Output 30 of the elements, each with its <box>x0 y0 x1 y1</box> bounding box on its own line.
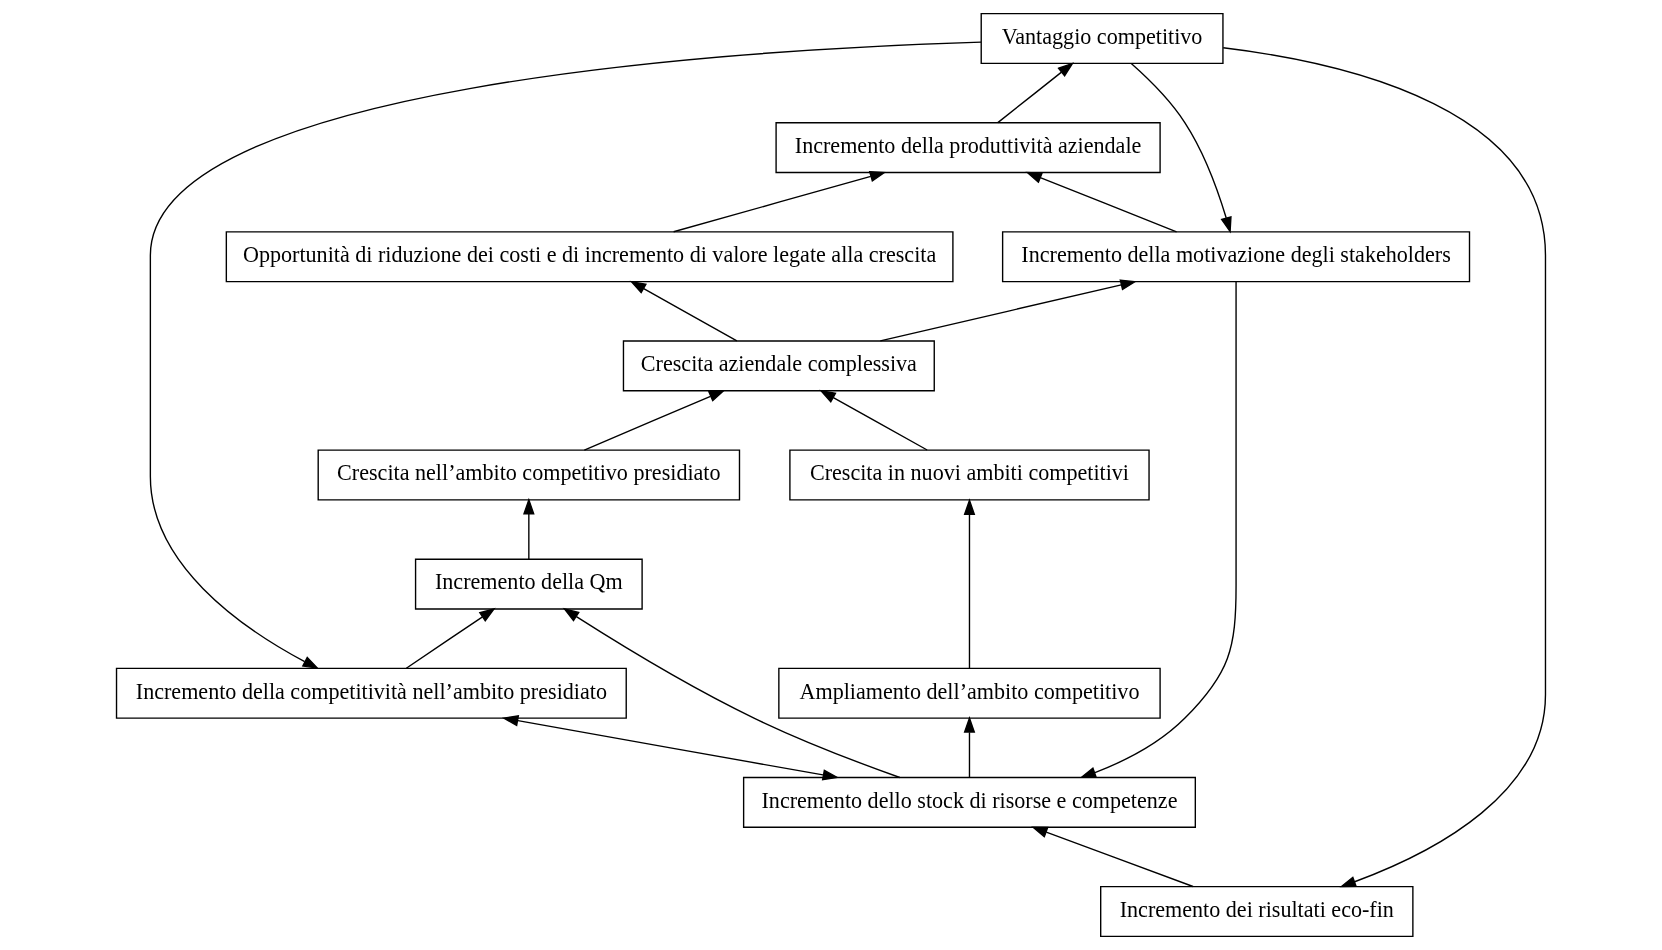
node-box: Crescita in nuovi ambiti competitivi <box>789 449 1150 501</box>
node-box: Incremento della motivazione degli stakeholders <box>1001 231 1471 283</box>
node-box: Incremento della produttività aziendale <box>775 122 1161 174</box>
arrow <box>1025 171 1178 233</box>
arrow <box>562 607 901 779</box>
arrow <box>963 716 976 779</box>
arrow <box>405 607 496 669</box>
arrow <box>1031 826 1194 888</box>
node-box: Ampliamento dell’ambito competitivo <box>778 667 1161 719</box>
arrow <box>879 279 1137 342</box>
arrow <box>1079 281 1237 779</box>
node-box: Incremento della competitività nell’ambito presidiato <box>115 667 627 719</box>
arrow <box>629 280 738 342</box>
node-box: Incremento della Qm <box>414 558 643 610</box>
arrow <box>963 498 976 669</box>
arrow <box>523 497 535 560</box>
node-box: Crescita nell’ambito competitivo presidiato <box>317 449 741 501</box>
arrow <box>583 390 726 451</box>
arrow <box>997 62 1075 124</box>
arrow <box>501 715 840 781</box>
arrow <box>149 41 982 670</box>
arrow <box>672 170 887 233</box>
arrow <box>1222 47 1547 888</box>
node-box: Vantaggio competitivo <box>980 12 1224 65</box>
node-box: Incremento dello stock di risorse e competenze <box>742 776 1196 828</box>
arrow <box>1130 62 1232 234</box>
node-box: Crescita aziendale complessiva <box>622 340 935 392</box>
node-box: Incremento dei risultati eco-fin <box>1100 885 1414 938</box>
node-box: Opportunità di riduzione dei costi e di incremento di valore legate alla crescita <box>225 231 954 283</box>
arrow <box>819 389 928 451</box>
